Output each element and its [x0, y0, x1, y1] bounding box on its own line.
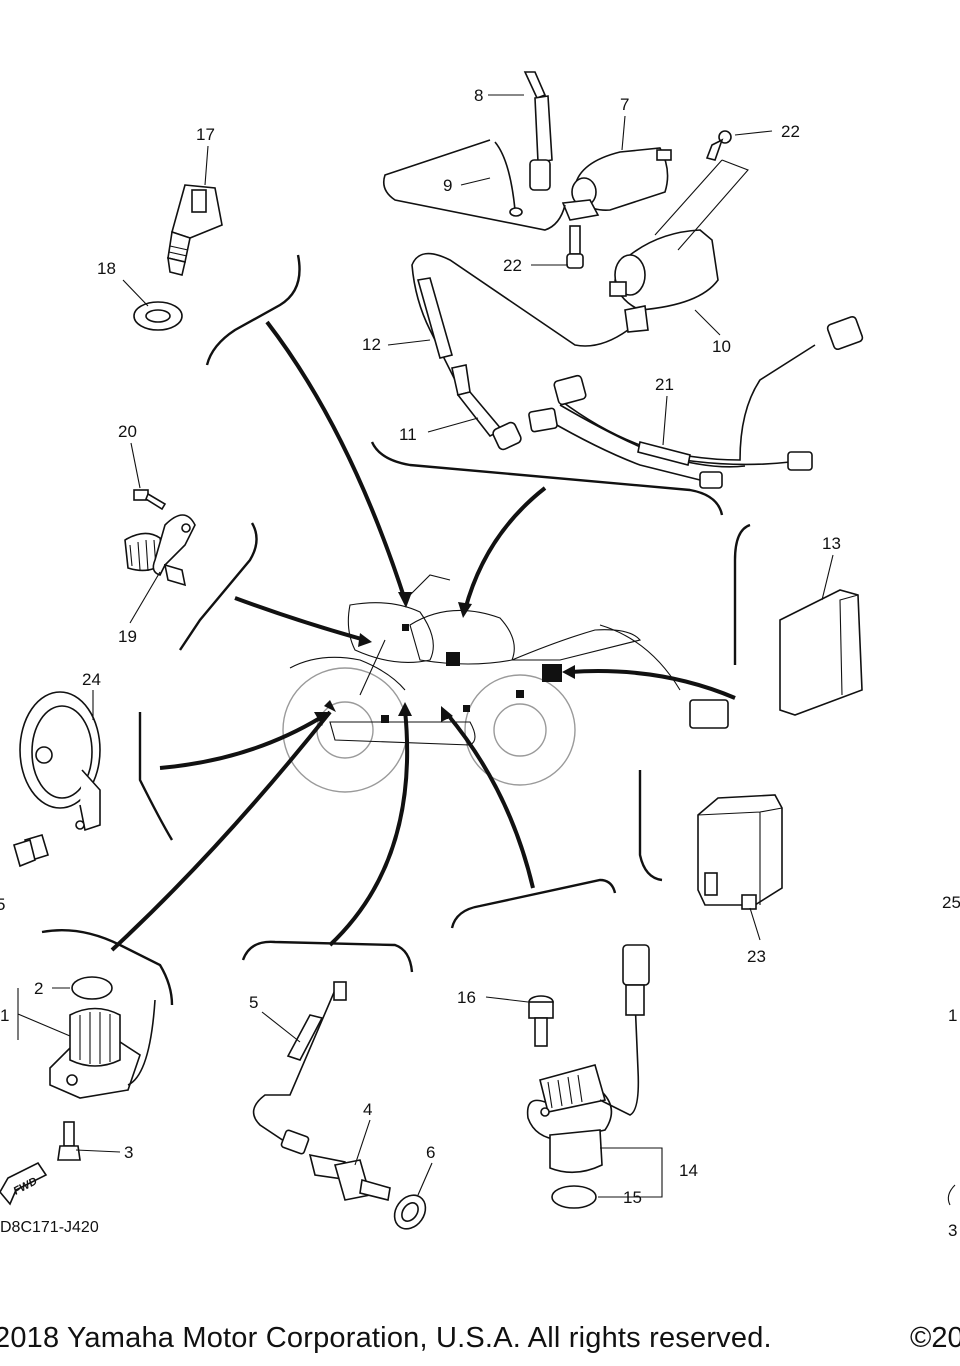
callout-label: 22 — [781, 122, 800, 141]
callout-label: 7 — [620, 95, 629, 114]
sensor-part-14 — [526, 944, 650, 1174]
relay-part-23 — [697, 794, 783, 910]
callout-leaders — [52, 94, 834, 1198]
callout-label: 24 — [82, 670, 101, 689]
bolt-part-3 — [57, 1121, 81, 1161]
plug-cap-11 — [451, 364, 522, 451]
wire-harness-21 — [528, 315, 864, 489]
right-edge-partials — [947, 1184, 956, 1206]
callout-label: 10 — [712, 337, 731, 356]
callout-label: 23 — [747, 947, 766, 966]
callout-label: 9 — [443, 176, 452, 195]
callout-label: 20 — [118, 422, 137, 441]
horn-part-24 — [19, 691, 101, 832]
bolt-part-16 — [528, 995, 554, 1047]
callout-label: 25 — [942, 893, 960, 912]
callout-label: 5 — [0, 895, 5, 914]
bolt-part-20 — [133, 489, 167, 511]
bracket-part-14 — [598, 1147, 663, 1198]
plug-cord-12 — [411, 252, 629, 381]
o2-sensor-part-4 — [280, 1129, 391, 1201]
oring-part-2 — [71, 976, 113, 1000]
callout-label: 18 — [97, 259, 116, 278]
pointer-lines — [110, 320, 736, 952]
screw-22-mid — [566, 225, 584, 269]
sensor-part-19 — [124, 514, 196, 587]
callout-label: 8 — [474, 86, 483, 105]
hightension-cord-9 — [382, 139, 566, 231]
callout-label: 2 — [34, 979, 43, 998]
callout-label: 16 — [457, 988, 476, 1007]
sensor-part-1 — [49, 999, 156, 1099]
callout-numbers: 1 2 3 4 5 6 7 8 9 10 11 12 13 14 15 16 1… — [0, 86, 960, 1240]
group-brackets — [41, 254, 751, 1006]
callout-label: 15 — [623, 1188, 642, 1207]
callout-label: 19 — [118, 627, 137, 646]
callout-label: 3 — [124, 1143, 133, 1162]
screw-22-top — [705, 130, 732, 161]
diagram-code: D8C171-J420 — [0, 1219, 99, 1236]
cable-part-5 — [252, 981, 347, 1146]
leader-22-to-coils — [654, 159, 749, 251]
bracket-part-1 — [17, 988, 71, 1040]
gasket-part-6 — [393, 1194, 427, 1230]
plug-cap-8 — [523, 71, 553, 191]
washer-part-18 — [133, 301, 183, 331]
callout-label: 4 — [363, 1100, 372, 1119]
ignition-coil-10 — [609, 229, 719, 333]
callout-label: 5 — [249, 993, 258, 1012]
ecu-part-13 — [689, 589, 863, 729]
callout-label: 1 — [0, 1006, 9, 1025]
callout-label: 14 — [679, 1161, 698, 1180]
fwd-arrow-icon: FWD — [0, 1161, 48, 1206]
callout-label: 3 — [948, 1221, 957, 1240]
callout-label: 17 — [196, 125, 215, 144]
bolt-part-25 — [13, 834, 49, 868]
callout-label: 11 — [399, 425, 417, 444]
callout-label: 13 — [822, 534, 841, 553]
callout-label: 1 — [948, 1006, 957, 1025]
oring-part-15 — [551, 1185, 597, 1209]
copyright-text-right: ©20 — [910, 1322, 960, 1354]
callout-label: 6 — [426, 1143, 435, 1162]
callout-label: 12 — [362, 335, 381, 354]
callout-label: 22 — [503, 256, 522, 275]
callout-label: 21 — [655, 375, 674, 394]
ignition-coil-7 — [561, 147, 672, 221]
thermo-sensor-part — [167, 184, 223, 276]
copyright-text: 2018 Yamaha Motor Corporation, U.S.A. Al… — [0, 1322, 772, 1354]
